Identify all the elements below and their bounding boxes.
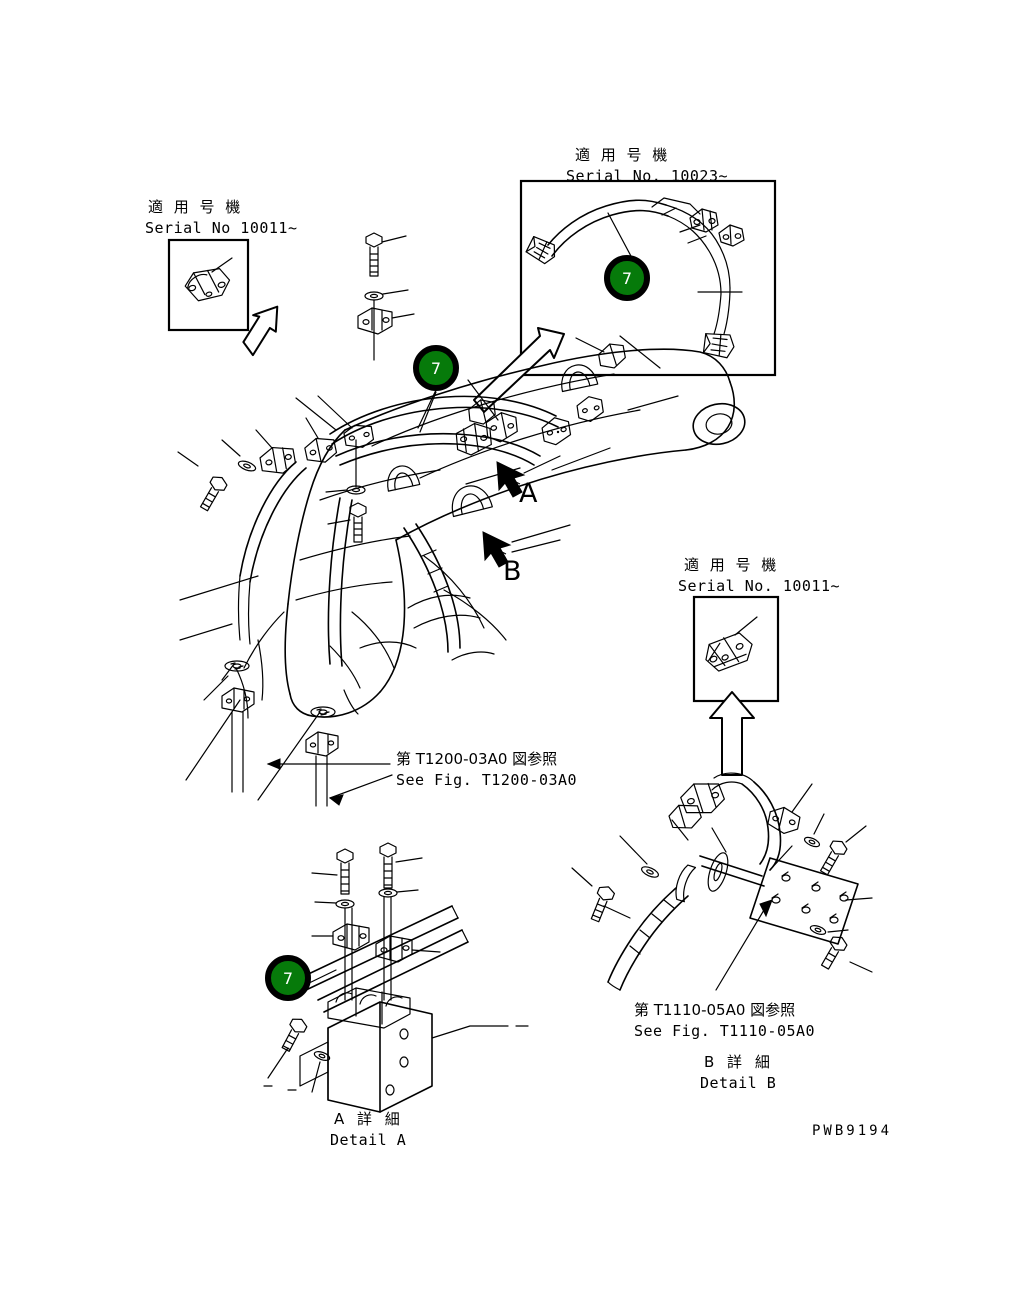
detail-b-assembly [571,772,873,991]
fastener-mid-bolt [325,439,367,543]
callout-marker-number: 7 [430,358,442,378]
figure-ref-1-jp-label: 第 T1200-03A0 図参照 [396,750,558,768]
figure-ref-2-jp-label: 第 T1110-05A0 図参照 [634,1001,796,1019]
inset-top-right-jp-label: 適 用 号 機 [575,146,671,164]
callout-marker-number: 7 [282,968,294,988]
inset-mid-right-jp-label: 適 用 号 機 [684,556,780,574]
fastener-lower-left-clamps [221,660,393,807]
callout-marker-inset-top[interactable]: 7 [604,255,650,301]
outline-arrow-to-top-right-inset [473,327,565,413]
figure-ref-2-en-label: See Fig. T1110-05A0 [634,1022,816,1040]
callout-marker-main[interactable]: 7 [413,345,459,391]
outline-arrow-to-top-left-inset [242,305,279,357]
main-boom-assembly [203,348,746,719]
leader-callout-main [417,389,437,429]
inset-top-left-en-label: Serial No 10011~ [145,219,298,237]
inset-mid-right-en-label: Serial No. 10011~ [678,577,841,595]
detail-a-bracket [299,1001,529,1113]
detail-a-assembly [263,842,529,1113]
callout-marker-detail-a[interactable]: 7 [265,955,311,1001]
detail-a-jp-caption: A 詳 細 [334,1110,404,1128]
inset-top-left-jp-label: 適 用 号 機 [148,198,244,216]
hose-lines-upper [237,343,626,667]
section-arrow-b [482,524,571,568]
inset-box-mid-right [692,595,780,703]
inset-box-top-right [519,179,777,377]
section-mark-a-label: A [519,478,538,509]
section-arrow-a [496,455,561,498]
main-leader-lines [179,335,679,801]
page-code-label: PWB9194 [812,1123,893,1139]
section-mark-b-label: B [503,556,522,587]
inset-top-right-en-label: Serial No. 10023~ [566,167,729,185]
callout-marker-number: 7 [621,268,633,288]
outline-arrow-to-mid-right-inset [709,691,755,776]
figure-ref-1-en-label: See Fig. T1200-03A0 [396,771,578,789]
detail-b-en-caption: Detail B [700,1074,777,1092]
detail-b-jp-caption: B 詳 細 [704,1053,774,1071]
inset-box-top-left [167,238,250,332]
detail-a-en-caption: Detail A [330,1131,407,1149]
fastener-left-group [177,417,375,512]
fastener-top-bolt [357,232,415,361]
